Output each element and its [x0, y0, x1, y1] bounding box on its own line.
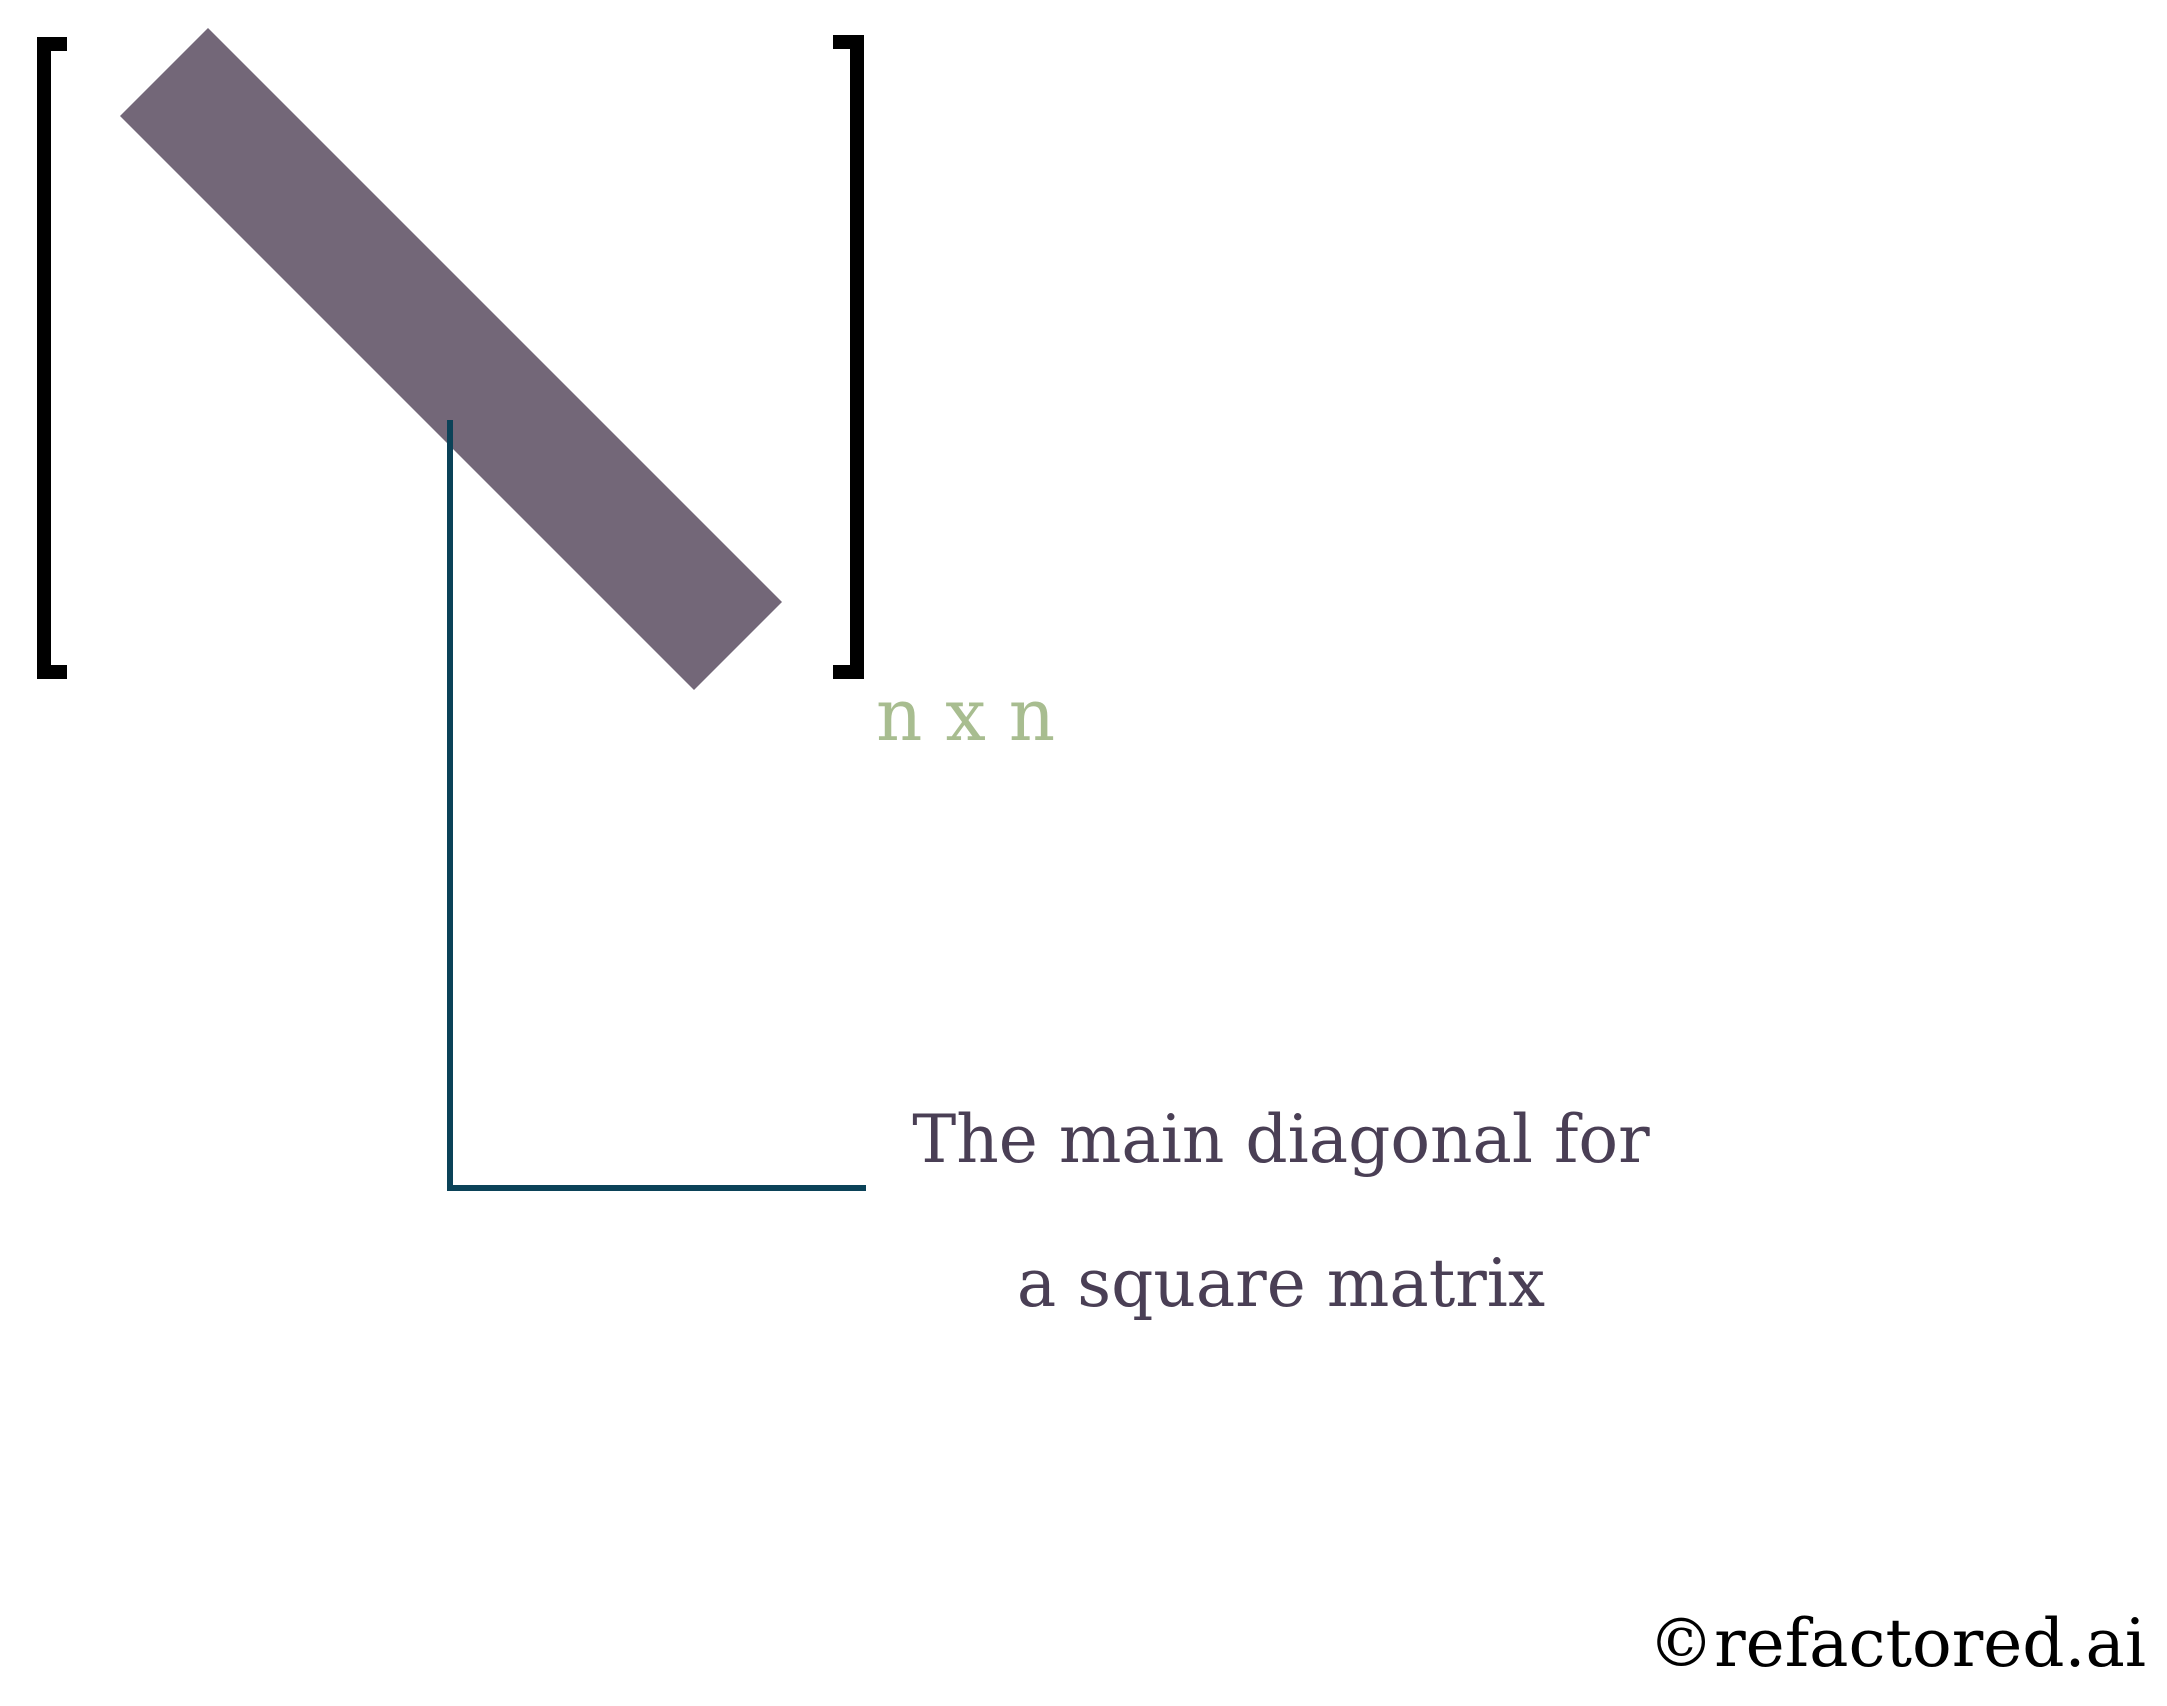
caption-line-1: The main diagonal for [912, 1101, 1650, 1178]
right-bracket [833, 35, 864, 679]
callout-line [447, 420, 866, 1191]
left-bracket [37, 37, 67, 679]
caption-line-2: a square matrix [1017, 1245, 1545, 1322]
matrix-size-label: n x n [876, 673, 1055, 757]
main-diagonal-band [120, 28, 782, 690]
copyright-watermark: ©refactored.ai [1648, 1605, 2146, 1682]
